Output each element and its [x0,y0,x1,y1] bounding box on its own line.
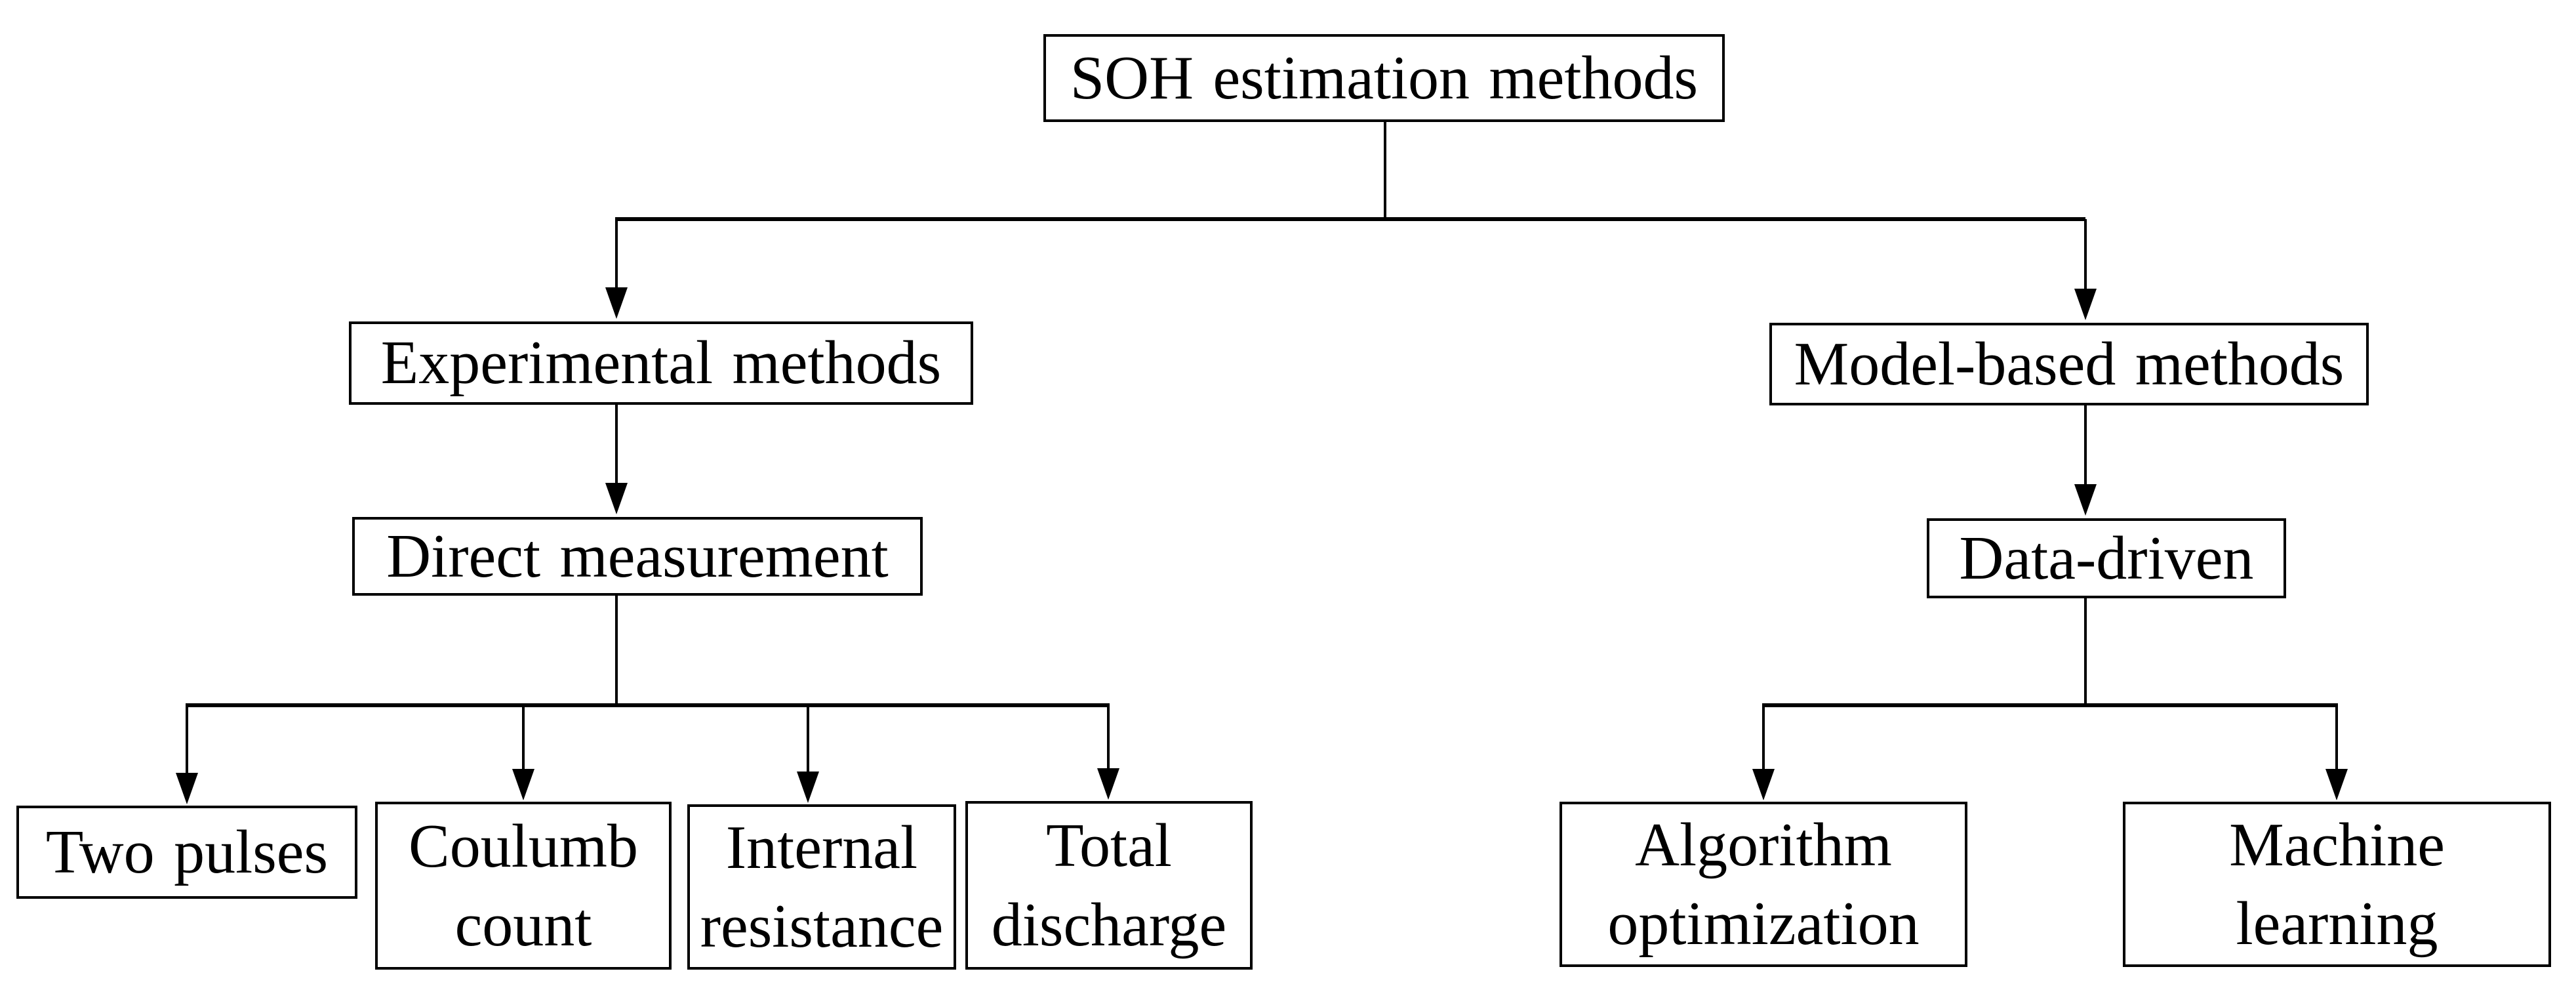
node-algorithm-optimization-label: Algorithm optimization [1607,810,1920,958]
arrowhead-experimental [605,287,628,319]
arrowhead-two-pulses [176,773,198,804]
node-total-discharge-label: Total discharge [991,812,1227,959]
node-model-based-methods: Model-based methods [1769,323,2369,405]
arrowhead-data-driven [2074,484,2097,516]
node-two-pulses: Two pulses [16,806,357,899]
node-soh-estimation-methods: SOH estimation methods [1043,34,1725,122]
node-internal-resistance: Internal resistance [687,804,956,970]
node-data-driven-label: Data-driven [1959,524,2254,592]
node-coulumb-count-label: Coulumb count [409,812,638,959]
node-algorithm-optimization: Algorithm optimization [1560,802,1967,967]
arrowhead-internal [797,772,819,803]
node-internal-resistance-label: Internal resistance [700,813,944,960]
node-coulumb-count: Coulumb count [375,802,672,970]
node-experimental-methods: Experimental methods [349,321,973,405]
arrowhead-machine [2325,769,2348,800]
node-direct-measurement: Direct measurement [352,517,923,596]
node-experimental-methods-label: Experimental methods [380,329,942,398]
node-two-pulses-label: Two pulses [45,817,329,886]
node-soh-estimation-methods-label: SOH estimation methods [1070,43,1699,112]
node-machine-learning: Machine learning [2123,802,2551,967]
node-direct-measurement-label: Direct measurement [386,522,889,590]
arrowhead-algorithm [1752,769,1775,800]
arrowhead-direct [605,483,628,514]
node-machine-learning-label: Machine learning [2229,810,2445,958]
node-total-discharge: Total discharge [965,801,1253,970]
arrowhead-total [1097,768,1119,800]
node-data-driven: Data-driven [1927,518,2286,598]
node-model-based-methods-label: Model-based methods [1794,329,2345,398]
arrowhead-coulumb [512,769,534,800]
arrowhead-model-based [2074,289,2097,320]
